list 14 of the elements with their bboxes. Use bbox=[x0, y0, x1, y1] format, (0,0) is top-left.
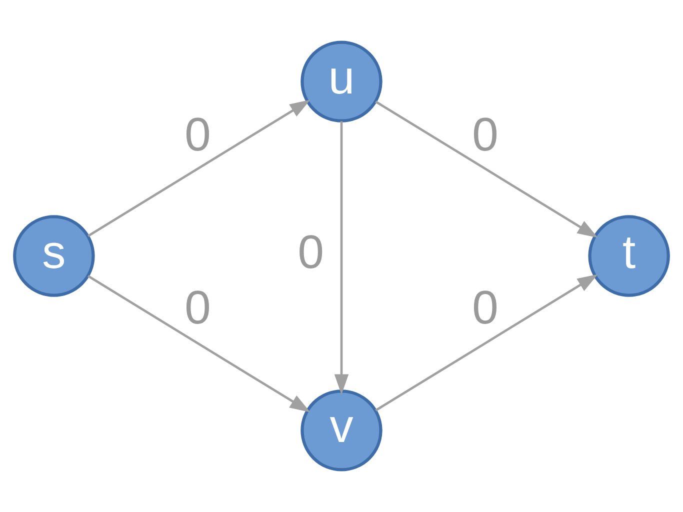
edge-label: 0 bbox=[472, 280, 498, 334]
node-circle: v bbox=[300, 390, 382, 472]
edge-label: 0 bbox=[184, 108, 211, 161]
arrow bbox=[334, 121, 349, 395]
edge-label: 0 bbox=[184, 280, 211, 334]
node-circle: u bbox=[300, 40, 382, 122]
arrow bbox=[88, 100, 310, 237]
edge-label: 0 bbox=[472, 108, 498, 161]
arrow bbox=[375, 100, 598, 238]
node-circle: s bbox=[13, 215, 95, 297]
arrow bbox=[375, 274, 598, 412]
node-circle: t bbox=[588, 215, 670, 297]
arrow bbox=[88, 275, 310, 412]
edge-label: 0 bbox=[298, 224, 324, 278]
